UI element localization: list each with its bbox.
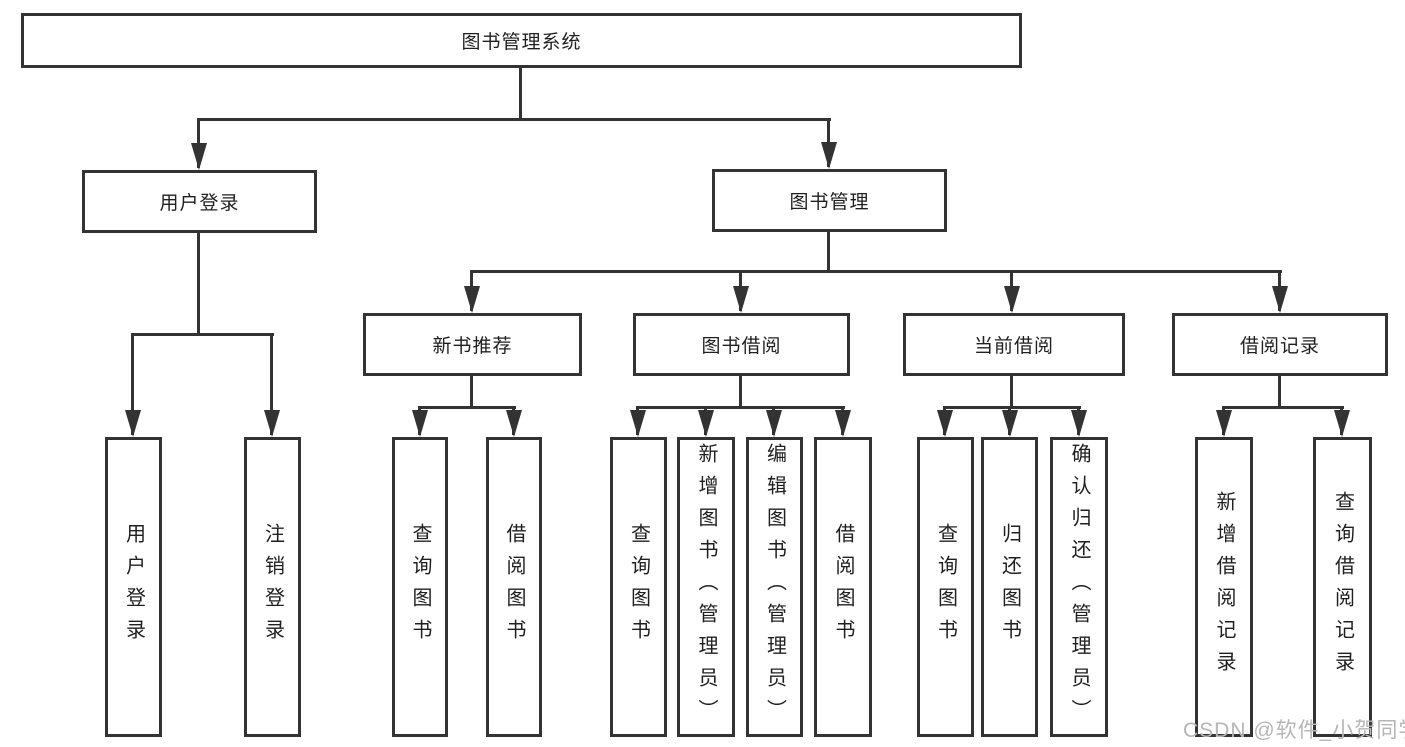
arrowhead: [191, 143, 207, 170]
connector-hline: [418, 406, 516, 409]
node-book-management-label: 图书管理: [789, 192, 870, 213]
leaf-confirm-return-admin-label: 确认归还（管理员）: [1068, 443, 1090, 731]
node-current-borrow: 当前借阅: [903, 313, 1125, 376]
connector-vline: [739, 376, 742, 408]
leaf-query-books-recommend-label: 查询图书: [409, 523, 431, 651]
leaf-query-books-current: 查询图书: [917, 437, 974, 737]
node-new-book-recommend-label: 新书推荐: [432, 336, 513, 357]
arrowhead: [1002, 410, 1018, 437]
leaf-query-books-borrow: 查询图书: [610, 437, 667, 737]
node-borrow-records-label: 借阅记录: [1239, 336, 1320, 357]
node-root: 图书管理系统: [21, 13, 1022, 68]
arrowhead: [630, 410, 646, 437]
connector-vline: [1278, 376, 1281, 408]
leaf-query-borrow-record: 查询借阅记录: [1313, 437, 1372, 737]
connector-vline: [470, 376, 473, 408]
connector-hline: [470, 270, 1282, 273]
leaf-user-login-label: 用户登录: [122, 523, 145, 651]
leaf-add-borrow-record: 新增借阅记录: [1195, 437, 1253, 737]
arrowhead: [1272, 286, 1288, 313]
arrowhead: [835, 410, 851, 437]
arrowhead: [264, 410, 280, 437]
connector-vline: [519, 68, 522, 120]
node-user-login-label: 用户登录: [159, 193, 240, 214]
node-book-borrow-label: 图书借阅: [701, 336, 782, 357]
connector-hline: [636, 406, 845, 409]
connector-vline: [197, 233, 200, 335]
leaf-borrow-books-recommend-label: 借阅图书: [503, 523, 525, 651]
leaf-borrow-books-label: 借阅图书: [832, 523, 854, 651]
connector-vline: [270, 335, 273, 435]
arrowhead: [506, 410, 522, 437]
leaf-query-borrow-record-label: 查询借阅记录: [1331, 491, 1354, 683]
leaf-logout: 注销登录: [244, 437, 301, 737]
leaf-return-books: 归还图书: [981, 437, 1038, 737]
node-borrow-records: 借阅记录: [1172, 313, 1388, 376]
leaf-add-books-admin: 新增图书（管理员）: [677, 437, 735, 737]
connector-hline: [943, 406, 1081, 409]
arrowhead: [766, 410, 782, 437]
leaf-edit-books-admin: 编辑图书（管理员）: [746, 437, 803, 737]
connector-vline: [131, 335, 134, 435]
arrowhead: [412, 410, 428, 437]
node-root-label: 图书管理系统: [461, 32, 582, 53]
connector-hline: [1222, 406, 1344, 409]
leaf-edit-books-admin-label: 编辑图书（管理员）: [763, 443, 786, 731]
leaf-logout-label: 注销登录: [261, 523, 284, 651]
arrowhead: [464, 286, 480, 313]
leaf-confirm-return-admin: 确认归还（管理员）: [1050, 437, 1108, 737]
node-user-login: 用户登录: [82, 170, 317, 233]
leaf-borrow-books: 借阅图书: [814, 437, 872, 737]
node-book-management: 图书管理: [712, 169, 947, 232]
arrowhead: [125, 410, 141, 437]
connector-vline: [1010, 376, 1013, 408]
connector-vline: [827, 232, 830, 272]
arrowhead: [733, 286, 749, 313]
node-new-book-recommend: 新书推荐: [363, 313, 582, 376]
leaf-user-login: 用户登录: [105, 437, 162, 737]
connector-hline: [131, 333, 274, 336]
arrowhead: [937, 410, 953, 437]
arrowhead: [698, 410, 714, 437]
leaf-query-books-current-label: 查询图书: [934, 523, 957, 651]
leaf-add-books-admin-label: 新增图书（管理员）: [695, 443, 717, 731]
watermark-text: CSDN @软件_小贺同学: [1183, 719, 1405, 742]
leaf-add-borrow-record-label: 新增借阅记录: [1213, 491, 1235, 683]
leaf-borrow-books-recommend: 借阅图书: [486, 437, 542, 737]
arrowhead: [1216, 410, 1232, 437]
arrowhead: [1004, 286, 1020, 313]
arrowhead: [1334, 410, 1350, 437]
arrowhead: [1071, 410, 1087, 437]
node-book-borrow: 图书借阅: [633, 313, 850, 376]
leaf-query-books-recommend: 查询图书: [392, 437, 448, 737]
node-current-borrow-label: 当前借阅: [973, 336, 1054, 357]
arrowhead: [821, 142, 837, 169]
leaf-query-books-borrow-label: 查询图书: [627, 523, 650, 651]
connector-hline: [197, 118, 831, 121]
leaf-return-books-label: 归还图书: [998, 523, 1021, 651]
